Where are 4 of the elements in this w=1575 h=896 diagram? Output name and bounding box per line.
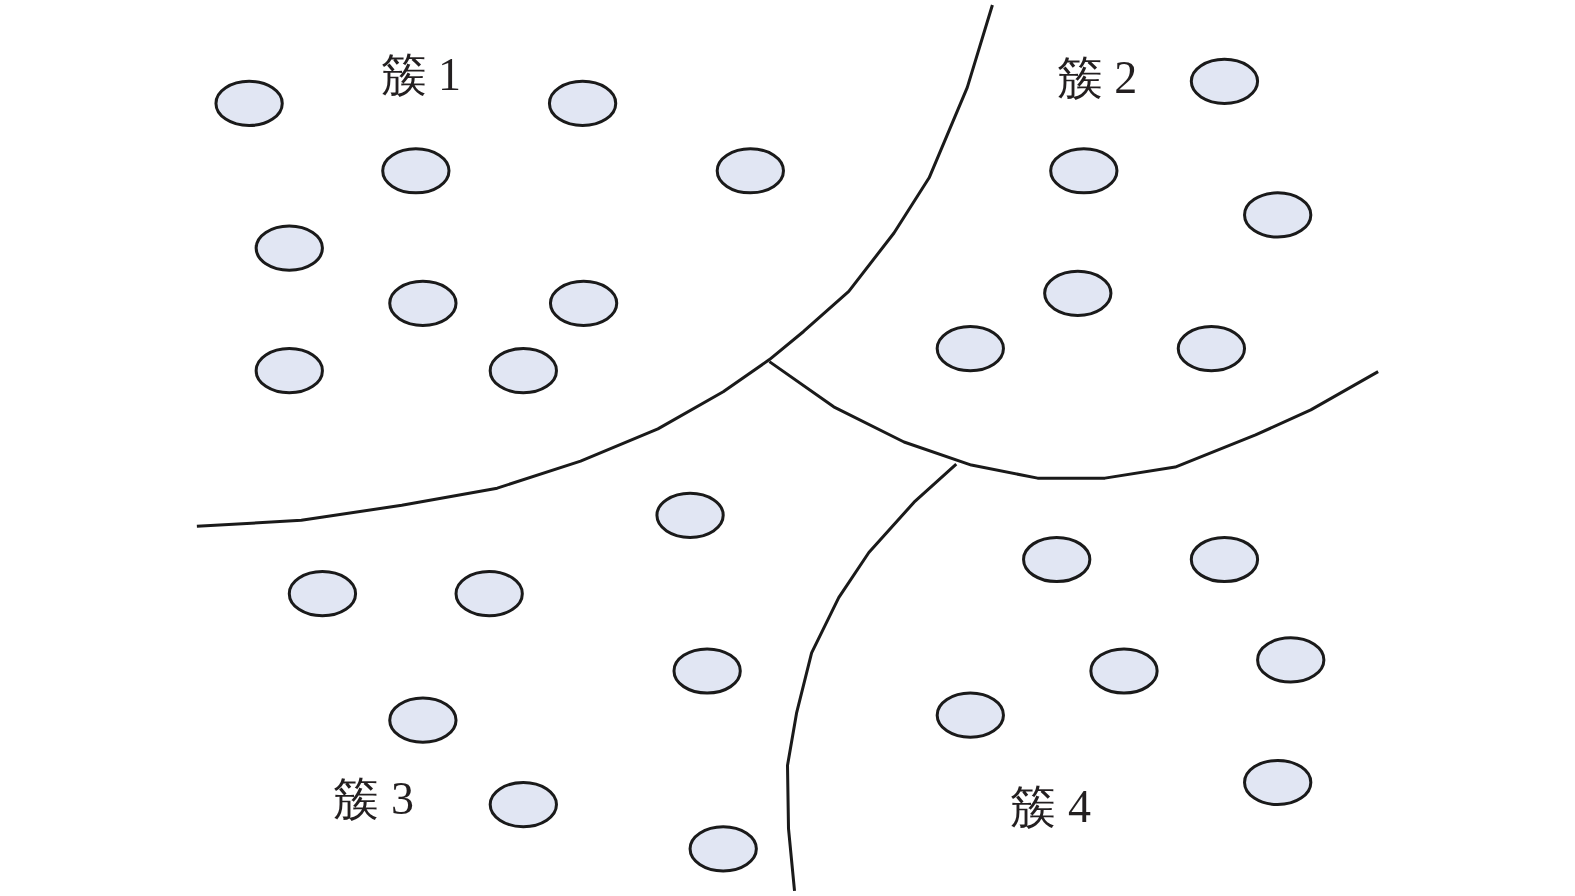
cluster-label: 簇 1 — [380, 52, 462, 99]
cluster-label: 簇 2 — [1056, 55, 1138, 102]
cluster-label: 簇 3 — [333, 775, 414, 822]
cluster-label: 簇 4 — [1010, 783, 1091, 830]
